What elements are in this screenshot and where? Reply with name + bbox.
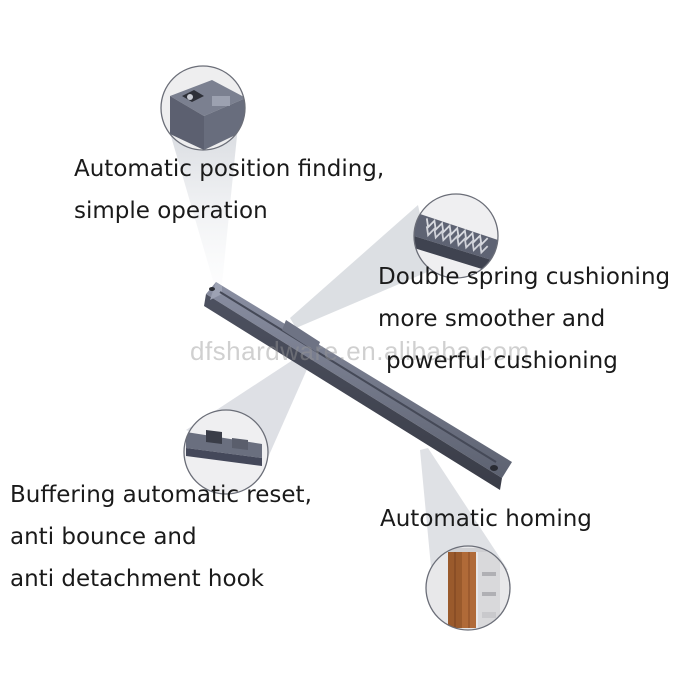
callout-position-finding: Automatic position finding, simple opera… [74, 148, 384, 232]
callout-line: simple operation [74, 198, 268, 224]
callout-line: Double spring cushioning [378, 264, 671, 290]
callout-double-spring: Double spring cushioning more smoother a… [378, 256, 670, 382]
hook-closeup-icon [183, 409, 269, 495]
callout-line: Automatic position finding, [74, 156, 385, 182]
callout-buffering-reset: Buffering automatic reset, anti bounce a… [10, 474, 312, 600]
callout-line: Buffering automatic reset, [10, 482, 312, 508]
slider-end-closeup-icon [160, 65, 246, 151]
callout-line: powerful cushioning [386, 348, 618, 374]
callout-line: Automatic homing [380, 506, 592, 532]
callout-automatic-homing: Automatic homing [380, 498, 592, 540]
spring-closeup-icon [413, 193, 499, 279]
callout-line: more smoother and [378, 306, 606, 332]
sliding-door-wardrobe-icon [425, 545, 511, 631]
soft-close-rail [204, 282, 512, 490]
callout-line: anti detachment hook [10, 566, 264, 592]
callout-line: anti bounce and [10, 524, 197, 550]
watermark: dfshardware.en.alibaba.com [190, 336, 530, 366]
